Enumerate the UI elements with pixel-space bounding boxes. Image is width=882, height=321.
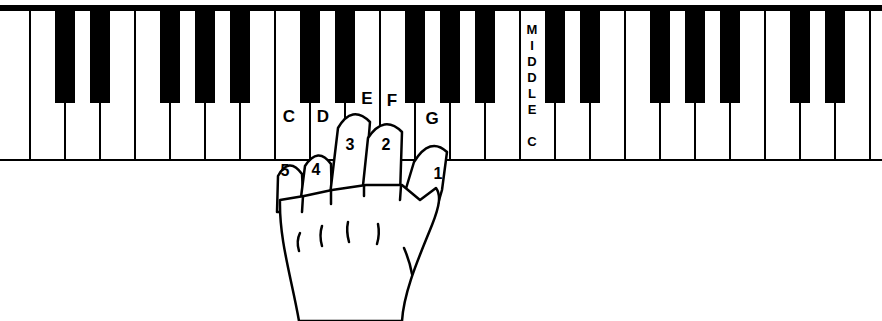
- knuckle-crease: [347, 222, 349, 242]
- palm: [280, 185, 439, 321]
- white-key: [870, 10, 882, 160]
- black-key: [475, 10, 495, 103]
- note-letter: D: [317, 108, 329, 125]
- black-key: [650, 10, 670, 103]
- finger-number: 5: [281, 163, 290, 179]
- black-key: [405, 10, 425, 103]
- black-key: [580, 10, 600, 103]
- finger-gap: [302, 196, 303, 212]
- keyboard-top-bar: [0, 5, 882, 11]
- black-key: [825, 10, 845, 103]
- piano-keyboard: [0, 5, 882, 160]
- finger-gap: [330, 190, 333, 204]
- knuckle-crease: [321, 226, 323, 246]
- black-key: [90, 10, 110, 103]
- note-letter: F: [387, 92, 397, 109]
- black-key: [790, 10, 810, 103]
- black-key: [335, 10, 355, 103]
- finger-number: 2: [382, 137, 391, 153]
- knuckle-crease: [298, 233, 300, 251]
- finger-gap: [363, 186, 366, 196]
- black-key: [55, 10, 75, 103]
- hand-drawing: [277, 114, 447, 321]
- black-key: [720, 10, 740, 103]
- finger-gap: [400, 186, 401, 200]
- knuckle-crease: [377, 224, 379, 244]
- knuckle-crease: [404, 248, 412, 274]
- finger-number: 4: [312, 162, 321, 178]
- black-key: [195, 10, 215, 103]
- black-key: [440, 10, 460, 103]
- black-key: [300, 10, 320, 103]
- finger-number: 1: [434, 166, 443, 182]
- middle-c-label: MIDDLE C: [526, 22, 539, 150]
- finger-number: 3: [346, 137, 355, 153]
- note-letter: E: [361, 90, 372, 107]
- black-key: [160, 10, 180, 103]
- note-letter: G: [425, 110, 438, 127]
- black-key: [230, 10, 250, 103]
- black-key: [545, 10, 565, 103]
- note-letter: C: [283, 108, 295, 125]
- white-key: [0, 10, 30, 160]
- black-key: [685, 10, 705, 103]
